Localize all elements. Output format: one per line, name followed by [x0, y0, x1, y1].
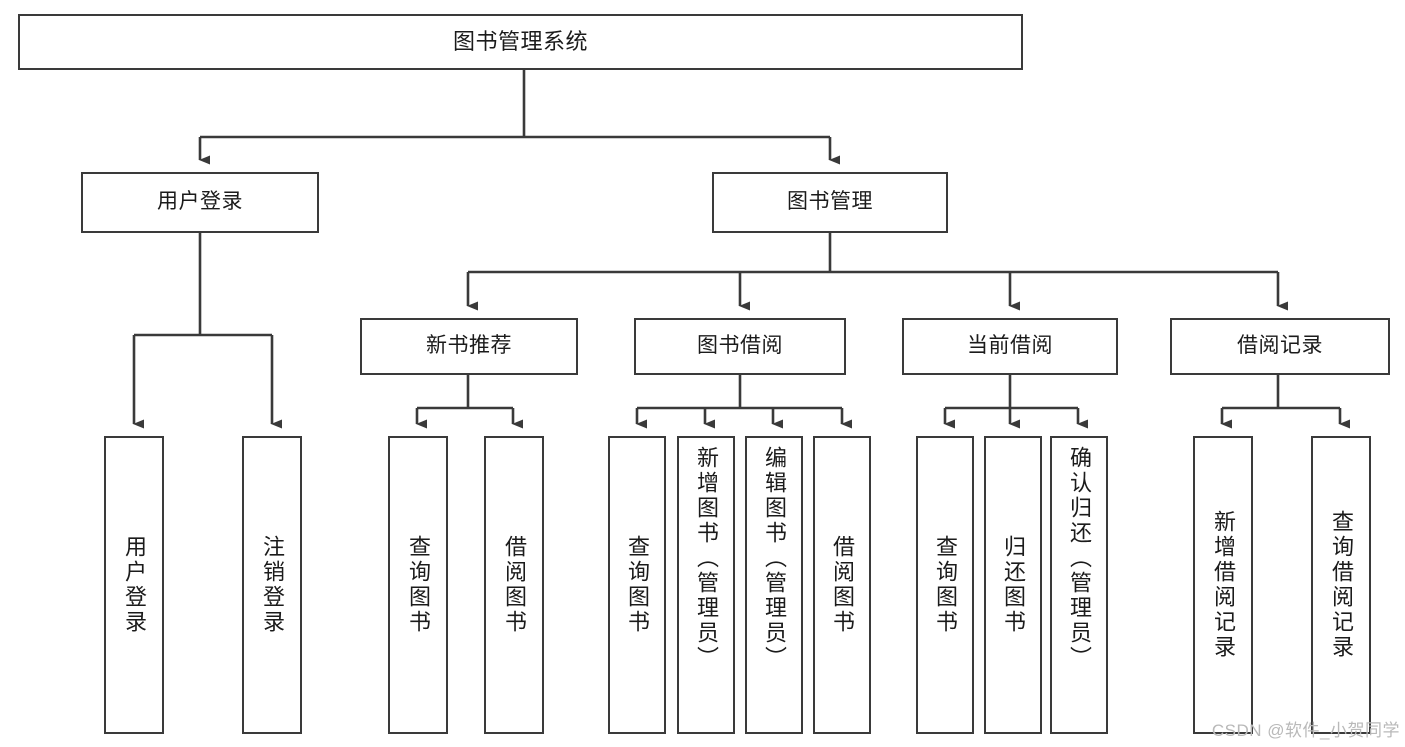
node-label: 借阅记录: [1237, 334, 1323, 358]
node-current-borrow[interactable]: 当前借阅: [902, 318, 1118, 375]
node-label: 借阅图书: [502, 535, 527, 635]
node-label: 查询图书: [406, 535, 431, 635]
leaf-confirm-return-admin[interactable]: 确认归还（管理员）: [1050, 436, 1108, 734]
node-label: 用户登录: [157, 190, 243, 214]
node-label: 确认归还（管理员）: [1067, 446, 1092, 671]
node-new-book-recommend[interactable]: 新书推荐: [360, 318, 578, 375]
node-borrow-record[interactable]: 借阅记录: [1170, 318, 1390, 375]
leaf-borrow-book[interactable]: 借阅图书: [813, 436, 871, 734]
node-label: 借阅图书: [830, 535, 855, 635]
node-root-system[interactable]: 图书管理系统: [18, 14, 1023, 70]
leaf-add-book-admin[interactable]: 新增图书（管理员）: [677, 436, 735, 734]
node-label: 用户登录: [122, 535, 147, 635]
leaf-edit-book-admin[interactable]: 编辑图书（管理员）: [745, 436, 803, 734]
node-label: 查询图书: [625, 535, 650, 635]
leaf-borrow-book-recommend[interactable]: 借阅图书: [484, 436, 544, 734]
node-label: 查询图书: [933, 535, 958, 635]
leaf-query-book-recommend[interactable]: 查询图书: [388, 436, 448, 734]
node-label: 当前借阅: [967, 334, 1053, 358]
node-label: 归还图书: [1001, 535, 1026, 635]
leaf-user-login[interactable]: 用户登录: [104, 436, 164, 734]
node-book-management[interactable]: 图书管理: [712, 172, 948, 233]
leaf-logout[interactable]: 注销登录: [242, 436, 302, 734]
leaf-add-borrow-record[interactable]: 新增借阅记录: [1193, 436, 1253, 734]
node-label: 图书管理系统: [452, 29, 588, 55]
leaf-query-book-current[interactable]: 查询图书: [916, 436, 974, 734]
node-book-borrow[interactable]: 图书借阅: [634, 318, 846, 375]
node-label: 查询借阅记录: [1329, 510, 1354, 660]
watermark: CSDN @软件_小贺同学: [1211, 721, 1400, 740]
node-label: 编辑图书（管理员）: [762, 446, 787, 671]
node-label: 新增借阅记录: [1211, 510, 1236, 660]
leaf-query-borrow-record[interactable]: 查询借阅记录: [1311, 436, 1371, 734]
node-label: 新增图书（管理员）: [694, 446, 719, 671]
leaf-return-book[interactable]: 归还图书: [984, 436, 1042, 734]
node-label: 图书借阅: [697, 334, 783, 358]
node-label: 注销登录: [260, 535, 285, 635]
node-label: 图书管理: [787, 190, 873, 214]
node-user-login[interactable]: 用户登录: [81, 172, 319, 233]
leaf-query-book-borrow[interactable]: 查询图书: [608, 436, 666, 734]
node-label: 新书推荐: [426, 334, 512, 358]
